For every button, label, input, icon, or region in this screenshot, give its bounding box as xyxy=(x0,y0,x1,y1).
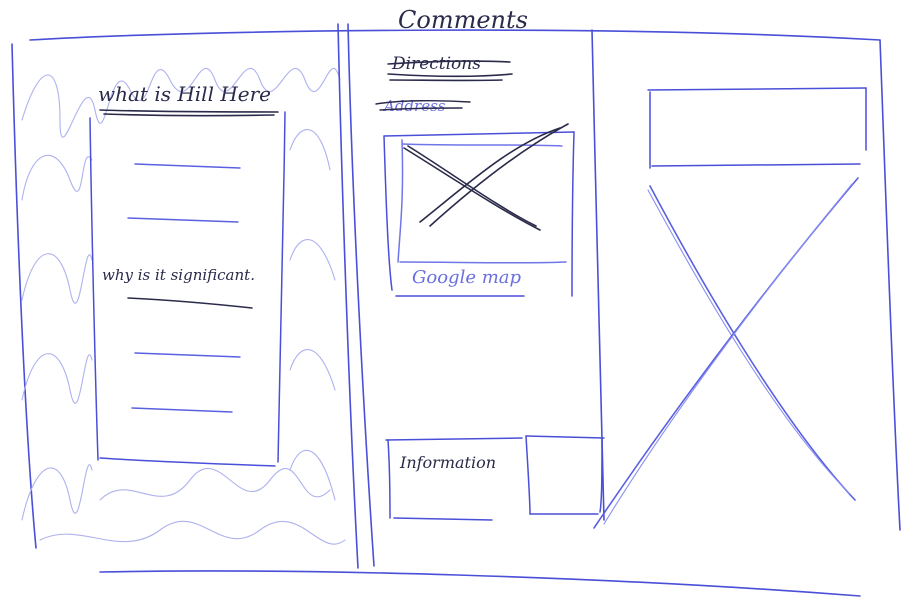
info-thumbnail-box xyxy=(526,436,604,514)
tab-directions-struck: Directions xyxy=(391,54,481,74)
left-text-lines xyxy=(128,164,240,412)
text-line xyxy=(128,218,238,222)
left-panel: what is Hill Here why is it significant. xyxy=(22,68,345,544)
info-box xyxy=(386,438,522,520)
right-panel xyxy=(594,88,866,528)
left-content-box xyxy=(90,112,285,466)
left-subheading: why is it significant. xyxy=(102,266,255,284)
left-panel-scribble xyxy=(22,68,345,544)
tab-comments[interactable]: Comments xyxy=(398,6,528,34)
left-heading: what is Hill Here xyxy=(98,82,271,106)
right-top-box xyxy=(648,88,866,168)
left-heading-underline xyxy=(100,110,278,116)
right-image-x-icon xyxy=(594,178,858,528)
info-label: Information xyxy=(399,453,496,472)
map-label: Google map xyxy=(412,267,522,288)
middle-panel: Comments Directions Address xyxy=(376,6,604,520)
tab-address-struck: Address xyxy=(382,97,446,115)
text-line xyxy=(135,353,240,357)
text-line xyxy=(135,164,240,168)
left-subheading-underline xyxy=(128,298,252,308)
text-line xyxy=(132,408,232,412)
map-image-x-icon xyxy=(404,124,568,230)
